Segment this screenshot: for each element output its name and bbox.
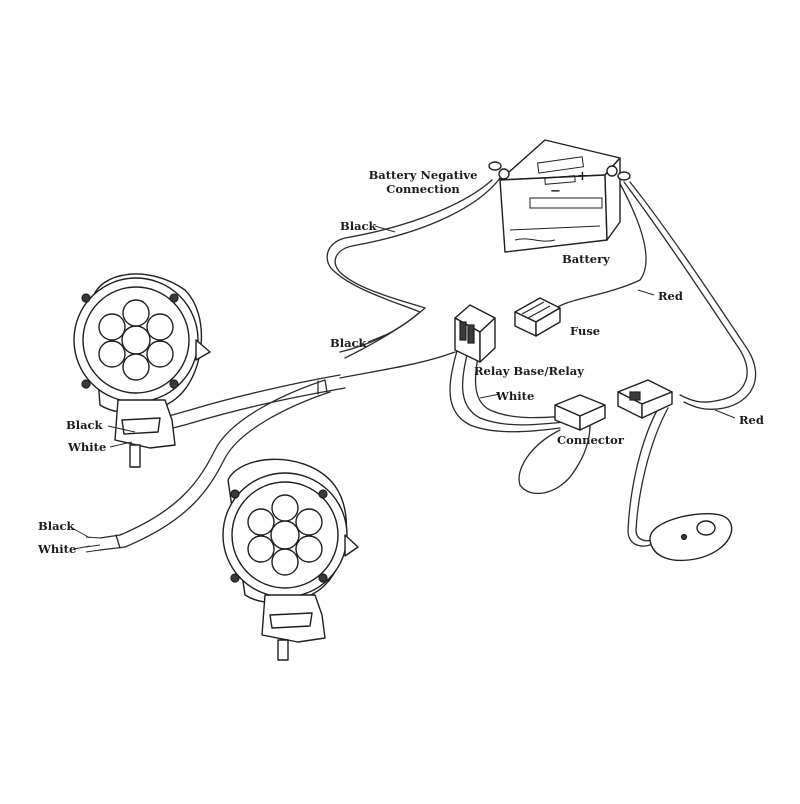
label-relay: Relay Base/Relay — [474, 364, 584, 378]
label-fuse: Fuse — [570, 324, 601, 338]
relay — [454, 304, 496, 363]
label-black-top: Black — [340, 219, 377, 233]
work-light-lower — [222, 458, 359, 661]
relay-harness — [339, 339, 591, 494]
switch-indicator-icon — [680, 533, 688, 541]
switch-button-icon — [696, 520, 716, 536]
battery-minus-symbol: − — [550, 184, 561, 199]
label-black-light: Black — [66, 418, 103, 432]
label-black-mid: Black — [330, 336, 367, 350]
label-white-mid: White — [496, 389, 535, 403]
label-red-right: Red — [739, 413, 764, 427]
switch — [649, 513, 733, 562]
label-black-end: Black — [38, 519, 75, 533]
label-leaders — [71, 225, 736, 550]
battery-plus-symbol: + — [577, 169, 588, 184]
label-white-end: White — [38, 542, 77, 556]
battery — [488, 139, 631, 253]
battery-positive-terminal-icon — [606, 165, 618, 177]
fuse — [514, 297, 561, 337]
label-white-light: White — [68, 440, 107, 454]
connector — [554, 379, 673, 431]
label-red-top: Red — [658, 289, 683, 303]
work-light-upper — [73, 273, 211, 468]
battery-negative-terminal-icon — [498, 168, 510, 180]
battery-negative-wires — [326, 177, 501, 359]
label-battery: Battery — [562, 252, 610, 266]
label-battery-negative-line2: Connection — [386, 182, 460, 196]
battery-positive-wires — [554, 179, 757, 410]
switch-cable — [627, 404, 669, 547]
label-battery-negative-line1: Battery Negative — [368, 168, 478, 182]
label-battery-negative: Battery Negative Connection — [368, 168, 478, 196]
label-connector: Connector — [557, 433, 624, 447]
